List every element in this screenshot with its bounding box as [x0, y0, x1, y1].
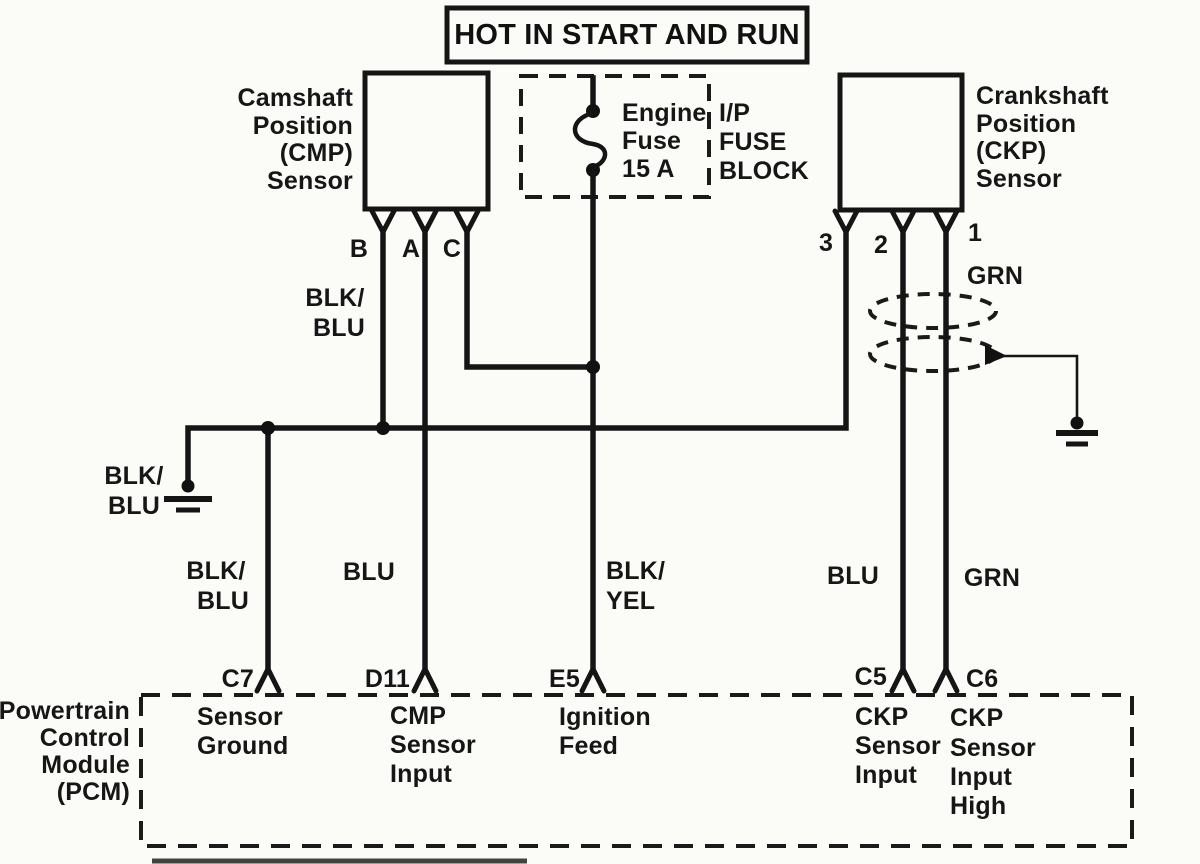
power-banner: HOT IN START AND RUN [444, 5, 810, 65]
wire-color-label: BLU [343, 558, 395, 586]
pcm-name-line: Control [40, 724, 130, 752]
ground-dot [181, 479, 195, 493]
cmp-sensor: Camshaft Position (CMP) Sensor B A C [237, 70, 491, 263]
ckp-sensor-name-line: (CKP) [976, 137, 1046, 165]
cmp-sensor-name-line: (CMP) [280, 139, 353, 167]
wire-color-label: BLU [108, 492, 160, 520]
wire-color-label: YEL [606, 587, 655, 615]
fuse-block-dashed-box [519, 74, 711, 199]
cmp-sensor-name-line: Camshaft [237, 84, 353, 112]
shield-drain-arrow-icon [985, 345, 1007, 365]
cmp-pin-c-label: C [443, 235, 461, 263]
wiring [164, 170, 949, 673]
shield-bottom-loop-icon [868, 335, 998, 373]
ckp-sensor-name-line: Position [976, 110, 1076, 138]
pcm-pin-c7-connector-icon [254, 663, 282, 694]
fuse-block-label-line: FUSE [719, 128, 786, 156]
pcm-pin-d11-function-line: Input [390, 760, 453, 788]
fuse-terminal-dot [586, 163, 600, 177]
splice-dot [261, 421, 275, 435]
wire-color-label: BLU [313, 314, 365, 342]
cmp-sensor-box [362, 70, 491, 212]
pcm-pin-c6-id: C6 [966, 665, 998, 693]
wire-color-label: BLU [197, 587, 249, 615]
engine-fuse-label-line: Fuse [622, 127, 681, 155]
wire-color-label: GRN [964, 564, 1020, 592]
pcm-pin-e5-connector-icon [579, 663, 607, 694]
fuse-element-icon [572, 110, 608, 170]
cmp-pin-b-label: B [350, 235, 368, 263]
ckp-shield-wire-color-label: GRN [967, 262, 1023, 290]
pcm-pin-c5-id: C5 [855, 663, 887, 691]
shield-symbol [868, 292, 1098, 447]
pcm-pin-d11-function-line: CMP [390, 702, 446, 730]
fuse-block-label-line: BLOCK [719, 157, 809, 185]
splice-dot [376, 421, 390, 435]
ckp-sensor: Crankshaft Position (CKP) Sensor 3 2 1 G… [819, 72, 1109, 290]
pcm-pin-c5-function-line: Input [855, 761, 918, 789]
ckp-pin-1-label: 1 [968, 219, 982, 247]
pcm-pin-c6-function-line: Sensor [950, 734, 1036, 762]
pcm-pin-c7-function-line: Sensor [197, 703, 283, 731]
pcm-dashed-box [139, 693, 1134, 848]
pcm-pin-c6-function-line: High [950, 792, 1006, 820]
power-banner-box [444, 5, 810, 65]
pcm-pin-e5-id: E5 [549, 665, 580, 693]
shield-top-loop-icon [868, 292, 998, 330]
pcm-pin-c6-function-line: CKP [950, 704, 1003, 732]
wire-sensor-ground-bus [185, 226, 849, 483]
pcm-pin-d11-function-line: Sensor [390, 731, 476, 759]
ckp-pin-3-label: 3 [819, 229, 833, 257]
cmp-sensor-name-line: Sensor [267, 167, 353, 195]
pcm-pin-e5-function-line: Ignition [559, 703, 651, 731]
pcm-pin-c7-id: C7 [222, 665, 254, 693]
wire-color-label: BLK/ [606, 557, 665, 585]
pcm-pin-c7-function-line: Ground [197, 732, 288, 760]
ckp-sensor-name-line: Sensor [976, 165, 1062, 193]
pcm-pin-c5-connector-icon [889, 663, 917, 694]
wire-color-label: BLK/ [104, 462, 163, 490]
pcm-name-line: Powertrain [0, 697, 130, 725]
ckp-pin-2-label: 2 [874, 231, 888, 259]
pcm-pin-c6-function-line: Input [950, 763, 1013, 791]
wire-color-label: BLU [827, 562, 879, 590]
ckp-sensor-name-line: Crankshaft [976, 82, 1109, 110]
splice-dot [586, 360, 600, 374]
pcm-pin-c6-connector-icon [932, 663, 960, 694]
wire-cmp-c-feed [464, 226, 596, 370]
pcm-module: Powertrain Control Module (PCM) C7 D11 E… [0, 663, 1134, 848]
fuse-block-label-line: I/P [719, 99, 750, 127]
ground-dot [1070, 416, 1084, 430]
wire-color-labels: BLK/ BLU BLK/ BLU BLK/ BLU BLU BLK/ YEL … [104, 284, 1020, 615]
power-banner-label: HOT IN START AND RUN [454, 19, 800, 51]
shield-drain-wire [1004, 354, 1079, 418]
engine-fuse-label-line: 15 A [622, 155, 675, 183]
engine-fuse-label-line: Engine [622, 99, 707, 127]
pcm-pin-e5-function-line: Feed [559, 732, 618, 760]
ip-fuse-block: Engine Fuse 15 A I/P FUSE BLOCK [519, 74, 809, 199]
ckp-sensor-box [837, 72, 965, 213]
pcm-pin-d11-connector-icon [411, 663, 439, 694]
wire-color-label: BLK/ [186, 557, 245, 585]
cmp-sensor-name-line: Position [253, 112, 353, 140]
pcm-name-line: Module [41, 751, 130, 779]
pcm-pin-c5-function-line: Sensor [855, 732, 941, 760]
cmp-pin-a-label: A [402, 235, 420, 263]
pcm-pin-c5-function-line: CKP [855, 703, 908, 731]
pcm-pin-d11-id: D11 [365, 665, 410, 693]
wire-color-label: BLK/ [305, 284, 364, 312]
pcm-name-line: (PCM) [57, 778, 130, 806]
